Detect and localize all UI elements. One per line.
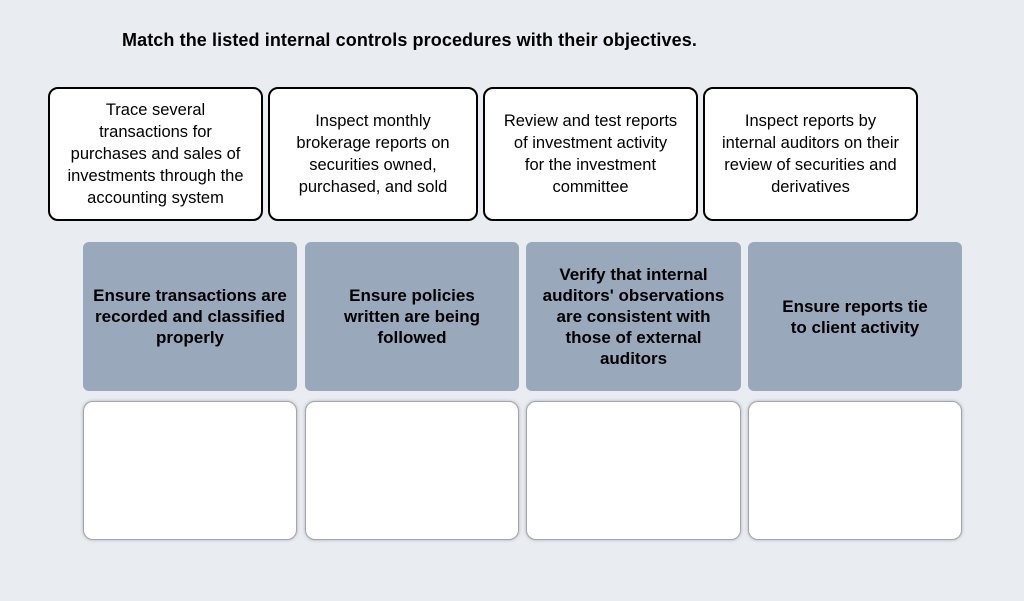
procedure-card-label: Trace several transactions for purchases… — [67, 101, 244, 207]
procedure-card-label: Review and test reports of investment ac… — [503, 112, 678, 196]
instruction-title: Match the listed internal controls proce… — [122, 30, 697, 50]
drop-zone-3[interactable] — [526, 401, 741, 540]
procedure-card-inspect-brokerage-reports[interactable]: Inspect monthly brokerage reports on sec… — [268, 87, 478, 221]
drop-zone-2[interactable] — [305, 401, 519, 540]
drop-zone-1[interactable] — [83, 401, 297, 540]
objective-label-text: Ensure reports tie to client activity — [782, 296, 928, 337]
objective-label-policies-followed: Ensure policies written are being follow… — [305, 242, 519, 391]
drop-zone-4[interactable] — [748, 401, 962, 540]
procedure-card-label: Inspect monthly brokerage reports on sec… — [296, 112, 450, 196]
objective-label-text: Ensure transactions are recorded and cla… — [93, 286, 287, 347]
objective-label-recorded-classified: Ensure transactions are recorded and cla… — [83, 242, 297, 391]
objective-label-reports-tie-activity: Ensure reports tie to client activity — [748, 242, 962, 391]
objective-label-internal-external-consistent: Verify that internal auditors' observati… — [526, 242, 741, 391]
objective-label-text: Ensure policies written are being follow… — [343, 286, 481, 347]
objective-label-text: Verify that internal auditors' observati… — [542, 265, 725, 368]
procedure-card-label: Inspect reports by internal auditors on … — [721, 112, 900, 196]
procedure-card-trace-transactions[interactable]: Trace several transactions for purchases… — [48, 87, 263, 221]
procedure-card-review-investment-reports[interactable]: Review and test reports of investment ac… — [483, 87, 698, 221]
procedure-card-inspect-internal-auditor-reports[interactable]: Inspect reports by internal auditors on … — [703, 87, 918, 221]
